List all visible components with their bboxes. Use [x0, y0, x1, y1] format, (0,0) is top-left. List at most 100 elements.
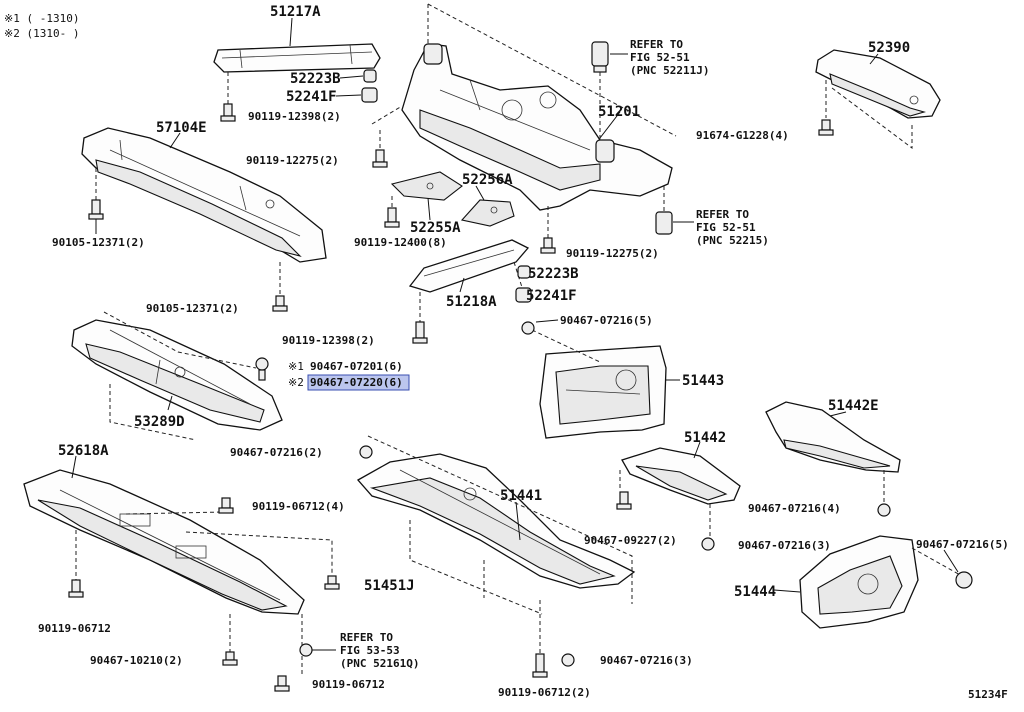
label-90119-06712-4[interactable]: 90119-06712(4) [252, 500, 345, 513]
clip-refer-52161Q[interactable] [299, 643, 313, 657]
label-51442[interactable]: 51442 [684, 430, 726, 446]
clip-90467-07216-3b[interactable] [561, 653, 575, 667]
label-52241F-top[interactable]: 52241F [286, 89, 337, 105]
ref-2-line-2[interactable]: FIG 52-51 [696, 221, 756, 234]
label-90119-06712-left[interactable]: 90119-06712 [38, 622, 111, 635]
bolt-90119-12275-left[interactable] [372, 149, 388, 168]
bolt-90119-06712-left[interactable] [68, 579, 84, 598]
part-57104E-shape[interactable] [81, 127, 327, 263]
label-51201[interactable]: 51201 [598, 104, 640, 120]
label-51217A[interactable]: 51217A [270, 4, 321, 20]
bushing-52241F-mid[interactable] [515, 287, 532, 303]
bushing-52241F-top[interactable] [361, 87, 378, 103]
label-90467-10210[interactable]: 90467-10210(2) [90, 654, 183, 667]
label-51451J[interactable]: 51451J [364, 578, 415, 594]
label-90119-12400[interactable]: 90119-12400(8) [354, 236, 447, 249]
ref-2-line-1[interactable]: REFER TO [696, 208, 749, 221]
label-90119-12398-mid[interactable]: 90119-12398(2) [282, 334, 375, 347]
clip-90467-07216-4[interactable] [877, 503, 891, 517]
label-90467-07216-5b[interactable]: 90467-07216(5) [916, 538, 1009, 551]
label-90467-07216-3b[interactable]: 90467-07216(3) [600, 654, 693, 667]
ref-2-line-3[interactable]: (PNC 52215) [696, 234, 769, 247]
label-90119-12398-top[interactable]: 90119-12398(2) [248, 110, 341, 123]
clip-90467-07216-5a[interactable] [521, 321, 535, 335]
label-52241F-mid[interactable]: 52241F [526, 288, 577, 304]
part-51442-shape[interactable] [621, 447, 741, 505]
label-52255A[interactable]: 52255A [410, 220, 461, 236]
label-52256A[interactable]: 52256A [462, 172, 513, 188]
label-90105-12371-right[interactable]: 90105-12371(2) [146, 302, 239, 315]
clip-90467-07201-07220[interactable] [255, 357, 269, 381]
dash-51444 [911, 547, 963, 577]
ref-3-line-1[interactable]: REFER TO [340, 631, 393, 644]
bolt-90119-12398-top[interactable] [220, 103, 236, 122]
part-51218A-shape[interactable] [408, 239, 530, 293]
bolt-90119-06712-4[interactable] [218, 497, 234, 514]
clip-51451J[interactable] [324, 575, 340, 590]
clip-90467-07216-3a[interactable] [701, 537, 715, 551]
leader-52241F-top [335, 94, 362, 97]
part-53289D-shape[interactable] [71, 319, 283, 431]
part-51217A-shape[interactable] [213, 43, 381, 73]
label-52618A[interactable]: 52618A [58, 443, 109, 459]
part-52390-shape[interactable] [815, 49, 941, 119]
mount-bushing-upper[interactable] [591, 41, 609, 73]
bolt-90119-12400[interactable] [384, 207, 400, 228]
bolt-90119-12398-mid[interactable] [412, 321, 428, 344]
bolt-90119-06712-2[interactable] [532, 653, 548, 678]
label-52223B-mid[interactable]: 52223B [528, 266, 579, 282]
label-53289D[interactable]: 53289D [134, 414, 185, 430]
label-90467-07216-2[interactable]: 90467-07216(2) [230, 446, 323, 459]
label-52390[interactable]: 52390 [868, 40, 910, 56]
ref-1-line-1[interactable]: REFER TO [630, 38, 683, 51]
ref-1-line-3[interactable]: (PNC 52211J) [630, 64, 709, 77]
label-90467-07220-highlighted[interactable]: 90467-07220(6) [310, 376, 403, 389]
clip-90467-07216-5b[interactable] [955, 571, 973, 589]
bolt-90105-12371-right[interactable] [272, 295, 288, 312]
bolt-90467-09227[interactable] [616, 491, 632, 510]
bolt-90105-12371-left[interactable] [88, 199, 104, 220]
bolt-90467-10210[interactable] [222, 651, 238, 666]
highlight-box [307, 374, 410, 391]
ref-3-line-2[interactable]: FIG 53-53 [340, 644, 400, 657]
label-51443[interactable]: 51443 [682, 373, 724, 389]
part-51442E-shape[interactable] [765, 401, 901, 473]
part-51444-shape[interactable] [799, 535, 919, 629]
bushing-52223B-top[interactable] [363, 69, 377, 83]
ref-1-line-2[interactable]: FIG 52-51 [630, 51, 690, 64]
mount-bushing-lower[interactable] [655, 211, 673, 235]
label-90119-06712-2[interactable]: 90119-06712(2) [498, 686, 591, 699]
bushing-52223B-mid[interactable] [517, 265, 531, 279]
label-90105-12371-left[interactable]: 90105-12371(2) [52, 236, 145, 249]
bolt-91674-G1228[interactable] [818, 119, 834, 136]
part-52255A-shape[interactable] [390, 171, 463, 201]
label-90119-12275-left[interactable]: 90119-12275(2) [246, 154, 339, 167]
label-51441[interactable]: 51441 [500, 488, 542, 504]
label-90467-07201[interactable]: 90467-07201(6) [310, 360, 403, 373]
label-90467-07216-3a[interactable]: 90467-07216(3) [738, 539, 831, 552]
part-51201-shape[interactable] [401, 43, 673, 211]
label-90467-07216-4[interactable]: 90467-07216(4) [748, 502, 841, 515]
label-57104E[interactable]: 57104E [156, 120, 207, 136]
bolt-90119-12275-right[interactable] [540, 237, 556, 254]
label-90467-07216-5a[interactable]: 90467-07216(5) [560, 314, 653, 327]
bolt-90119-06712-bottom[interactable] [274, 675, 290, 692]
label-51444[interactable]: 51444 [734, 584, 776, 600]
label-90467-09227[interactable]: 90467-09227(2) [584, 534, 677, 547]
leader-51442 [693, 441, 701, 459]
label-90119-12275-right[interactable]: 90119-12275(2) [566, 247, 659, 260]
part-52256A-shape[interactable] [460, 199, 515, 227]
label-51442E[interactable]: 51442E [828, 398, 879, 414]
label-51218A[interactable]: 51218A [446, 294, 497, 310]
part-51443-shape[interactable] [539, 345, 667, 439]
part-51441-shape[interactable] [356, 453, 636, 589]
figure-code: 51234F [968, 688, 1008, 701]
leader-52255A [427, 197, 431, 221]
label-90119-06712-bottom[interactable]: 90119-06712 [312, 678, 385, 691]
clip-90467-07216-2[interactable] [359, 445, 373, 459]
part-52618A-shape[interactable] [23, 469, 305, 615]
label-52223B-top[interactable]: 52223B [290, 71, 341, 87]
ref-3-line-3[interactable]: (PNC 52161Q) [340, 657, 419, 670]
label-91674-G1228[interactable]: 91674-G1228(4) [696, 129, 789, 142]
